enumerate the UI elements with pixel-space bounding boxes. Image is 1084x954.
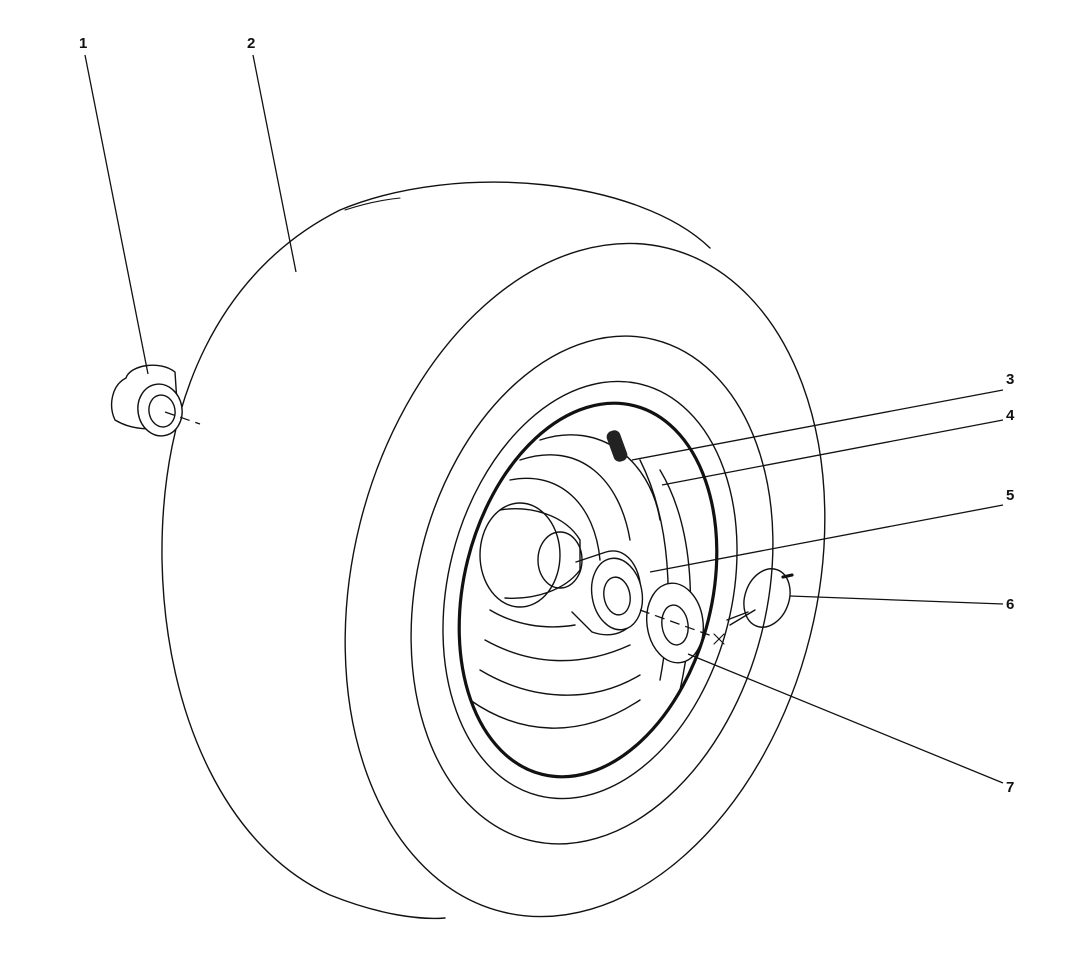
axis-cross-mark <box>713 633 725 645</box>
cotter-pin-loop <box>743 568 791 628</box>
callout-3: 3 <box>1006 371 1014 388</box>
leader-line-2 <box>252 54 297 273</box>
axis-line-bearing <box>164 411 201 425</box>
leader-line-5 <box>649 504 1004 573</box>
bearing-bore <box>148 394 176 428</box>
bearing-face <box>137 383 183 437</box>
tire-back-profile <box>161 181 711 920</box>
rim-ring-4 <box>489 609 576 628</box>
valve-stem-body <box>606 430 628 462</box>
leader-line-1 <box>84 54 149 375</box>
cotter-pin-leg <box>726 609 756 626</box>
cotter-pin-head <box>781 573 794 579</box>
axis-line-washer <box>639 609 713 637</box>
rim-ring-1 <box>469 699 641 729</box>
tire-bead <box>410 335 774 845</box>
valve-stem <box>606 430 628 462</box>
callout-7: 7 <box>1006 779 1014 796</box>
tire-shoulder <box>344 197 401 211</box>
cotter-pin <box>726 568 794 628</box>
spacer-face <box>590 557 644 631</box>
hub-spindle <box>479 502 583 608</box>
leader-line-4 <box>661 419 1004 486</box>
callout-6: 6 <box>1006 596 1014 613</box>
rim-outer <box>442 380 738 800</box>
rim-ring-7 <box>509 477 601 561</box>
bearing <box>111 364 183 437</box>
rim-lip <box>457 401 719 779</box>
leader-line-6 <box>789 595 1004 605</box>
spacer <box>571 550 644 636</box>
callout-1: 1 <box>79 35 87 52</box>
tire <box>161 181 826 920</box>
tire-front-sidewall <box>344 242 826 918</box>
callout-4: 4 <box>1006 407 1015 424</box>
wheel-rim <box>442 380 738 800</box>
washer-hole <box>661 604 689 646</box>
rim-ring-6 <box>519 454 631 541</box>
rim-ring-2 <box>479 669 641 696</box>
leader-line-3 <box>631 389 1004 461</box>
rim-ring-3 <box>484 639 631 662</box>
callout-2: 2 <box>247 35 255 52</box>
leader-line-7 <box>687 653 1004 784</box>
rim-ring-5 <box>539 434 661 521</box>
hub-base <box>479 502 561 608</box>
callout-5: 5 <box>1006 487 1014 504</box>
spacer-bore <box>603 576 631 616</box>
hub-body <box>499 508 581 599</box>
